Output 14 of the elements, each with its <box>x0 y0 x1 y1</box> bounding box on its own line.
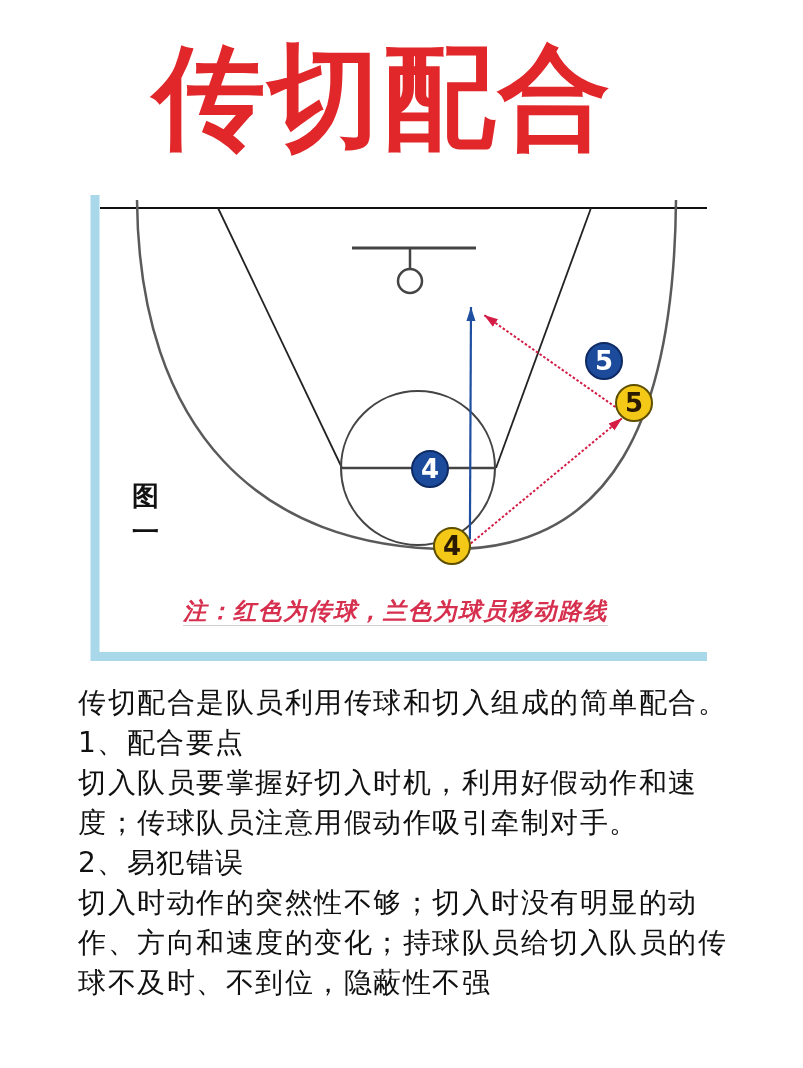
section-heading: 1、配合要点 <box>78 725 246 761</box>
arrow <box>466 307 476 540</box>
player-circle: 4 <box>433 527 471 565</box>
paragraph: 切入时动作的突然性不够；切入时没有明显的动作、方向和速度的变化；持球队员给切入队员的传球不及时、不到位，隐蔽性不强 <box>78 885 728 1001</box>
note-text: 注：红色为传球，兰色为球员移动路线 <box>183 598 608 626</box>
arrow <box>483 314 617 408</box>
player-circle: 5 <box>615 384 653 422</box>
figure-label: 图一 <box>132 479 160 549</box>
section-heading: 2、易犯错误 <box>78 845 246 881</box>
paragraph: 切入队员要掌握好切入时机，利用好假动作和速度；传球队员注意用假动作吸引牵制对手。 <box>78 765 699 841</box>
player-circle: 5 <box>585 342 623 380</box>
paragraph: 传切配合是队员利用传球和切入组成的简单配合。 <box>78 685 728 721</box>
player-circle: 4 <box>411 450 449 488</box>
arrow <box>469 417 624 545</box>
